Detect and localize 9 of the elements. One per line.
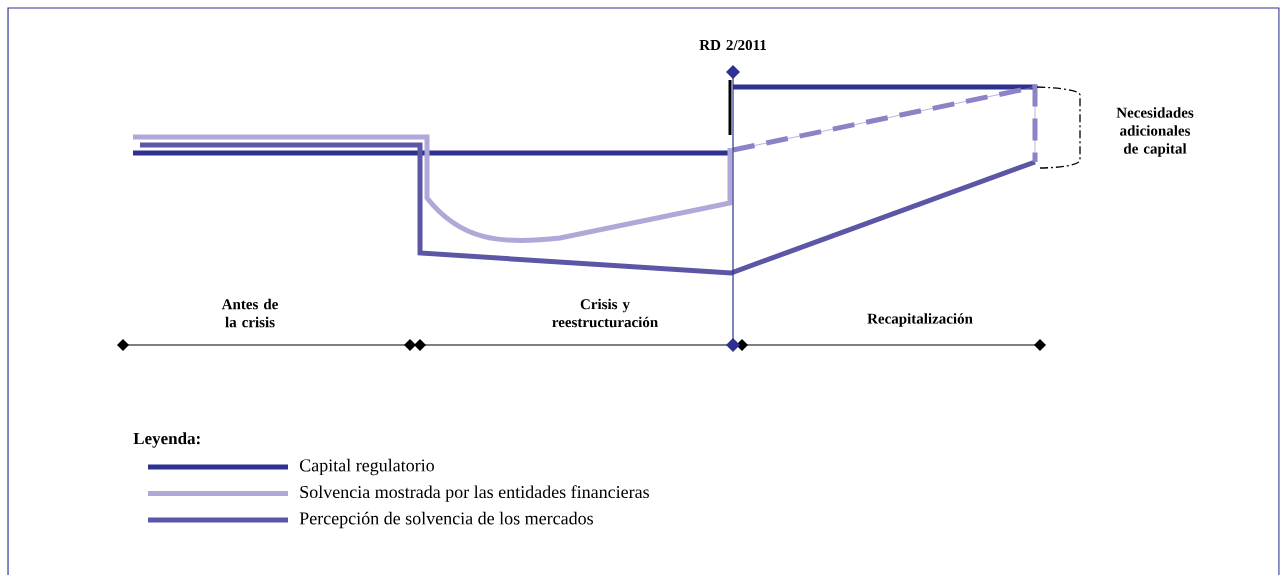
phase-label: Recapitalización bbox=[867, 313, 973, 327]
phase-label: Crisis y reestructuración bbox=[552, 298, 658, 328]
gap-label: Necesidades adicionales de capital bbox=[1116, 107, 1194, 157]
phase-label: Antes de la crisis bbox=[221, 298, 278, 328]
legend-text: Percepción de solvencia de los mercados bbox=[299, 511, 593, 529]
legend-title: Leyenda: bbox=[133, 432, 200, 448]
legend-text: Solvencia mostrada por las entidades financieras bbox=[300, 485, 649, 502]
legend-text: Capital regulatorio bbox=[299, 458, 434, 476]
milestone-label: RD 2/2011 bbox=[699, 39, 766, 51]
